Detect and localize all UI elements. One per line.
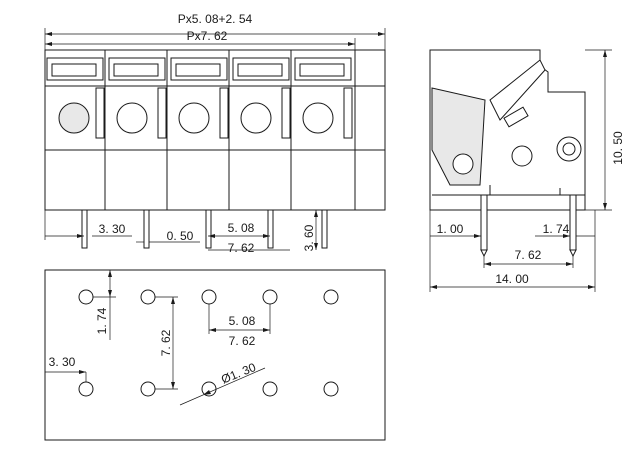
side-hole-2 — [511, 145, 533, 167]
pcb-hole — [140, 381, 156, 397]
terminal-cell-3 — [170, 50, 230, 210]
pcb-hole — [262, 289, 278, 305]
arrow — [348, 42, 355, 46]
screw-hole — [178, 102, 210, 134]
screw-hole — [240, 102, 272, 134]
side-view: 10. 50 1. 00 1. 74 7. 62 14. 00 — [429, 49, 625, 292]
pcb-hole — [140, 289, 156, 305]
pcb-hole — [323, 381, 339, 397]
side-lever — [489, 59, 546, 121]
front-view: Px5. 08+2. 54 Px7. 62 — [44, 12, 386, 255]
side-left-offset-label: 1. 00 — [437, 222, 464, 236]
terminal-cell-2 — [108, 50, 168, 210]
side-pin-spacing-label: 7. 62 — [515, 248, 542, 262]
pin-width-label: 0. 50 — [167, 229, 194, 243]
arrow — [45, 32, 52, 36]
side-depth-label: 14. 00 — [495, 272, 529, 286]
pcb-pitch2-label: 7. 62 — [229, 334, 256, 348]
pcb-layout: 1. 74 7. 62 5. 08 7. 62 3. 30 Ø1. 30 — [44, 269, 386, 441]
pcb-pitch-label: 5. 08 — [229, 314, 256, 328]
pcb-hole — [201, 289, 217, 305]
pcb-hole — [78, 381, 94, 397]
terminal-cell-4 — [232, 50, 292, 210]
screw-hole — [116, 102, 148, 134]
pcb-hole — [262, 381, 278, 397]
body-width-label: Px7. 62 — [187, 29, 228, 43]
pins — [81, 209, 328, 249]
pitch2-label: 7. 62 — [228, 241, 255, 255]
side-hole-1 — [452, 153, 474, 175]
screw-hole — [302, 102, 334, 134]
side-pin-left — [480, 194, 488, 251]
pcb-edge-offset-label: 3. 30 — [49, 355, 76, 369]
side-height-label: 10. 50 — [611, 131, 625, 165]
side-spring — [503, 106, 529, 128]
pin-length-label: 3. 60 — [302, 224, 316, 251]
pcb-hole — [78, 289, 94, 305]
side-pin-right — [569, 194, 577, 251]
pin-offset-label: 3. 30 — [99, 222, 126, 236]
terminal-cell-1 — [46, 50, 106, 210]
arrow — [45, 42, 52, 46]
arrow — [378, 32, 385, 36]
pcb-hole — [323, 289, 339, 305]
pcb-row-offset-label: 1. 74 — [95, 307, 109, 334]
overall-width-label: Px5. 08+2. 54 — [178, 12, 253, 26]
screw-hole — [58, 102, 90, 134]
terminal-cell-5 — [294, 57, 353, 139]
pcb-row-spacing-label: 7. 62 — [159, 329, 173, 356]
side-right-offset-label: 1. 74 — [543, 222, 570, 236]
pitch-label: 5. 08 — [228, 221, 255, 235]
